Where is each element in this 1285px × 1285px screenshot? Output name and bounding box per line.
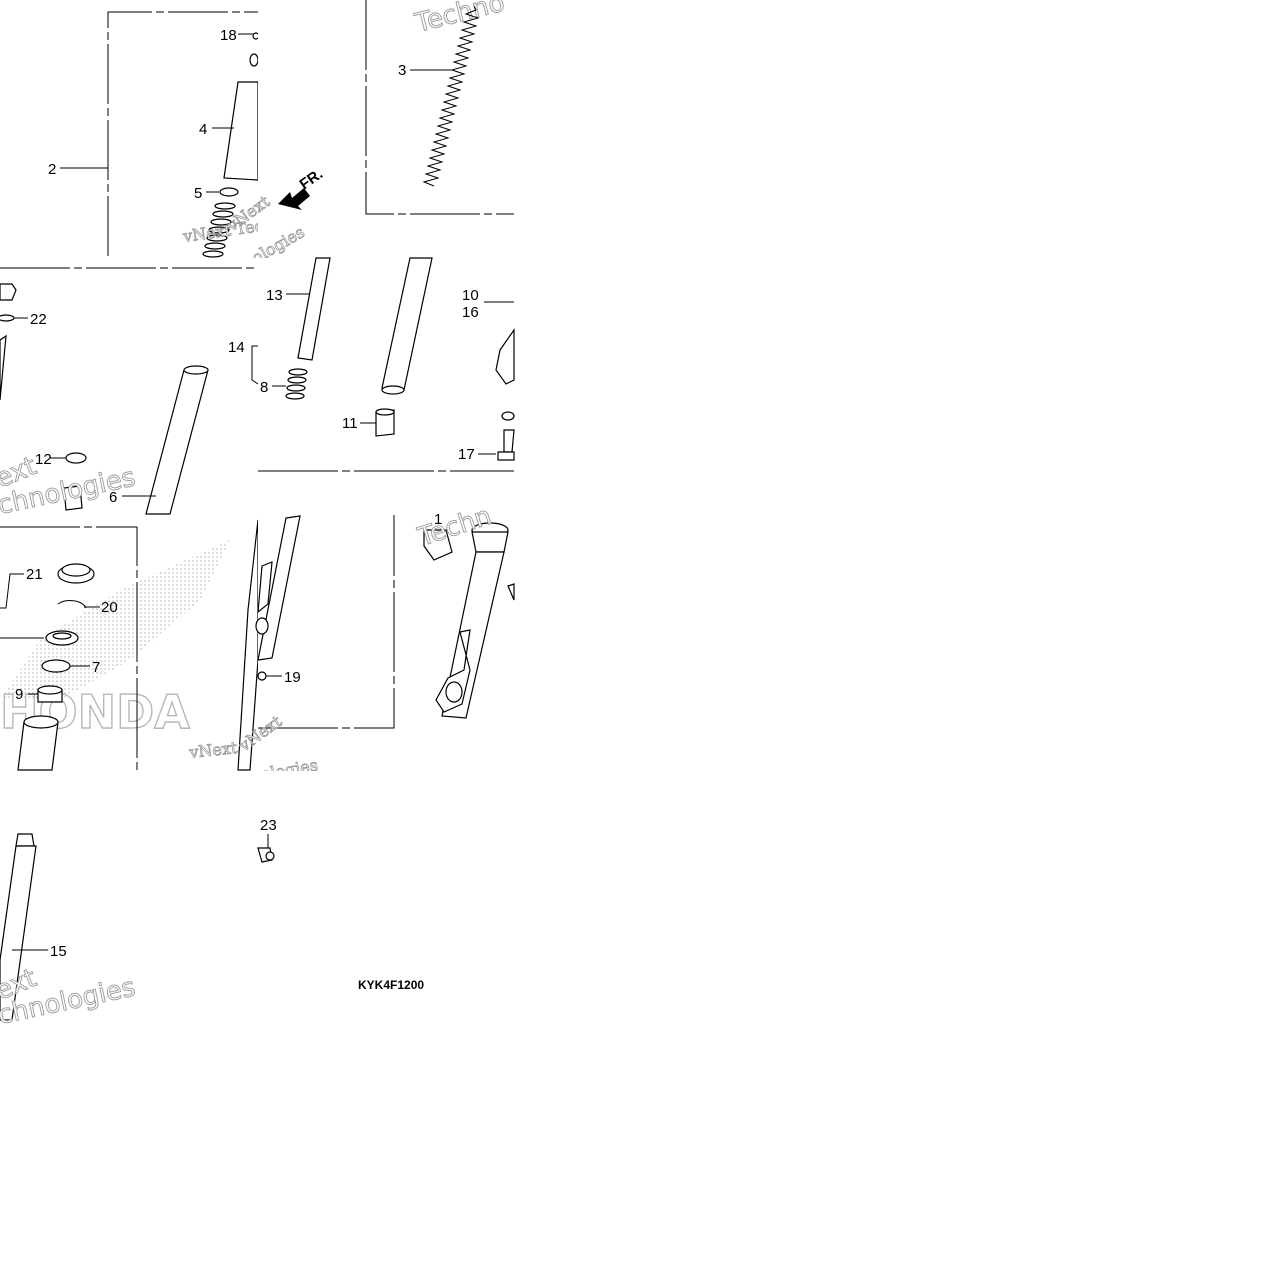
callout-19: 19 — [284, 669, 301, 686]
rebound-spring-part — [285, 368, 308, 400]
callout-13: 13 — [266, 287, 283, 304]
assembly-bracket-line — [107, 11, 258, 256]
fork-bracket-part — [423, 529, 453, 561]
tile-lower-middle: 19 1 Techn vNext ologies — [234, 501, 515, 784]
bottom-case-part — [257, 515, 301, 661]
tile-middle-left: 22 6 12 ext chnologies — [0, 258, 258, 521]
tile-middle-middle: 13 8 14 11 10 16 17 — [228, 257, 515, 472]
o-ring-part — [249, 53, 259, 67]
watermark-text-7: vNext — [187, 738, 238, 762]
callout-20: 20 — [101, 599, 118, 616]
callout-5: 5 — [194, 185, 202, 202]
diagram-code: KYK4F1200 — [358, 978, 424, 992]
tile-bottom-left: 15 ext chnologies — [0, 771, 258, 1031]
back-up-ring-part — [41, 659, 71, 673]
socket-bolt-part — [503, 429, 515, 453]
slider-bushing-part — [17, 721, 59, 771]
callout-1: 1 — [434, 511, 442, 528]
callout-21: 21 — [26, 566, 43, 583]
callout-18: 18 — [220, 27, 237, 44]
fork-spring-lower — [202, 202, 236, 258]
tile-top-middle: Techno 3 FR. vNext ologies — [222, 0, 515, 268]
callout-14: 14 — [228, 339, 245, 356]
axle-pinch-bolt-part — [257, 671, 267, 681]
callout-3: 3 — [398, 62, 406, 79]
spring-seat-part — [219, 187, 239, 197]
callout-4: 4 — [199, 121, 207, 138]
drain-bolt-part — [0, 283, 17, 301]
callout-10: 10 — [462, 287, 479, 304]
callout-23: 23 — [260, 817, 277, 834]
callout-12: 12 — [35, 451, 52, 468]
callout-16: 16 — [462, 304, 479, 321]
fork-tube-part — [0, 845, 37, 1021]
callout-6: 6 — [109, 489, 117, 506]
tile-top-left: 2 18 4 5 vNext Tec — [0, 0, 265, 258]
tile-bottom-middle: 23 KYK4F1200 — [257, 771, 515, 1027]
callout-15: 15 — [50, 943, 67, 960]
callout-11: 11 — [342, 415, 358, 432]
sealing-washer-part — [0, 314, 15, 322]
fork-assembly-part — [435, 522, 515, 719]
cap-bolt-part — [15, 833, 35, 847]
fork-spring-main — [422, 5, 480, 187]
stopper-ring-part — [57, 600, 87, 609]
callout-7: 7 — [92, 659, 100, 676]
fork-slider-part — [495, 328, 515, 385]
snap-ring-part — [65, 452, 87, 464]
callout-8: 8 — [260, 379, 268, 396]
callout-17: 17 — [458, 446, 475, 463]
tile-lower-left: HONDA 21 20 7 9 vNext — [0, 515, 259, 771]
callout-9: 9 — [15, 686, 23, 703]
damper-rod-part — [297, 257, 331, 361]
callout-2: 2 — [48, 161, 56, 178]
oil-lock-piece-part — [63, 485, 83, 511]
callout-22: 22 — [30, 311, 47, 328]
